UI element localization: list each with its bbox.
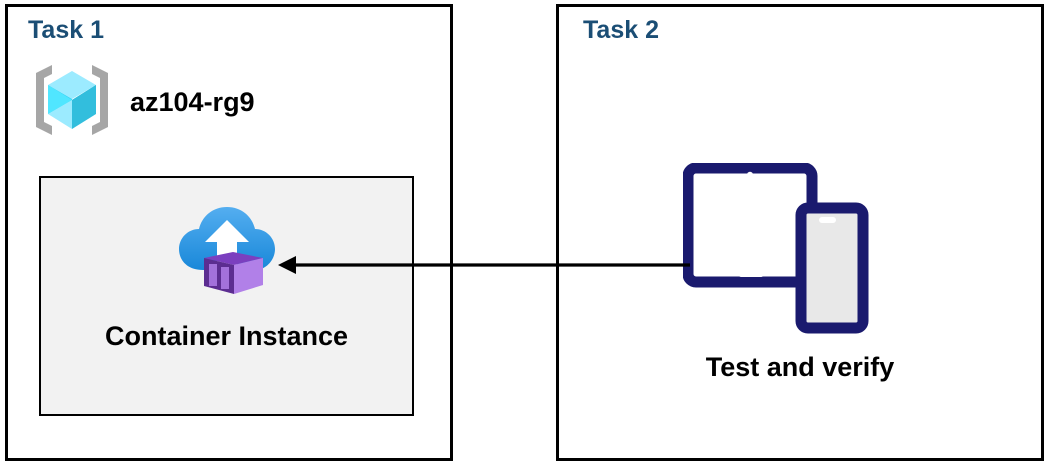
test-and-verify-label: Test and verify: [705, 352, 895, 382]
panel-task-1: [5, 4, 453, 461]
container-instance-node[interactable]: Container Instance: [39, 176, 414, 416]
resource-group-row: az104-rg9: [30, 62, 330, 142]
resource-group-label: az104-rg9: [130, 86, 255, 117]
panel-task-2-title: Task 2: [583, 16, 659, 44]
panel-task-2: [556, 4, 1044, 461]
panel-task-1-title: Task 1: [28, 16, 104, 44]
devices-tablet-phone-icon: [682, 162, 869, 335]
container-instance-label: Container Instance: [104, 321, 349, 351]
container-instance-icon: [173, 196, 281, 305]
resource-group-icon: [30, 61, 114, 144]
